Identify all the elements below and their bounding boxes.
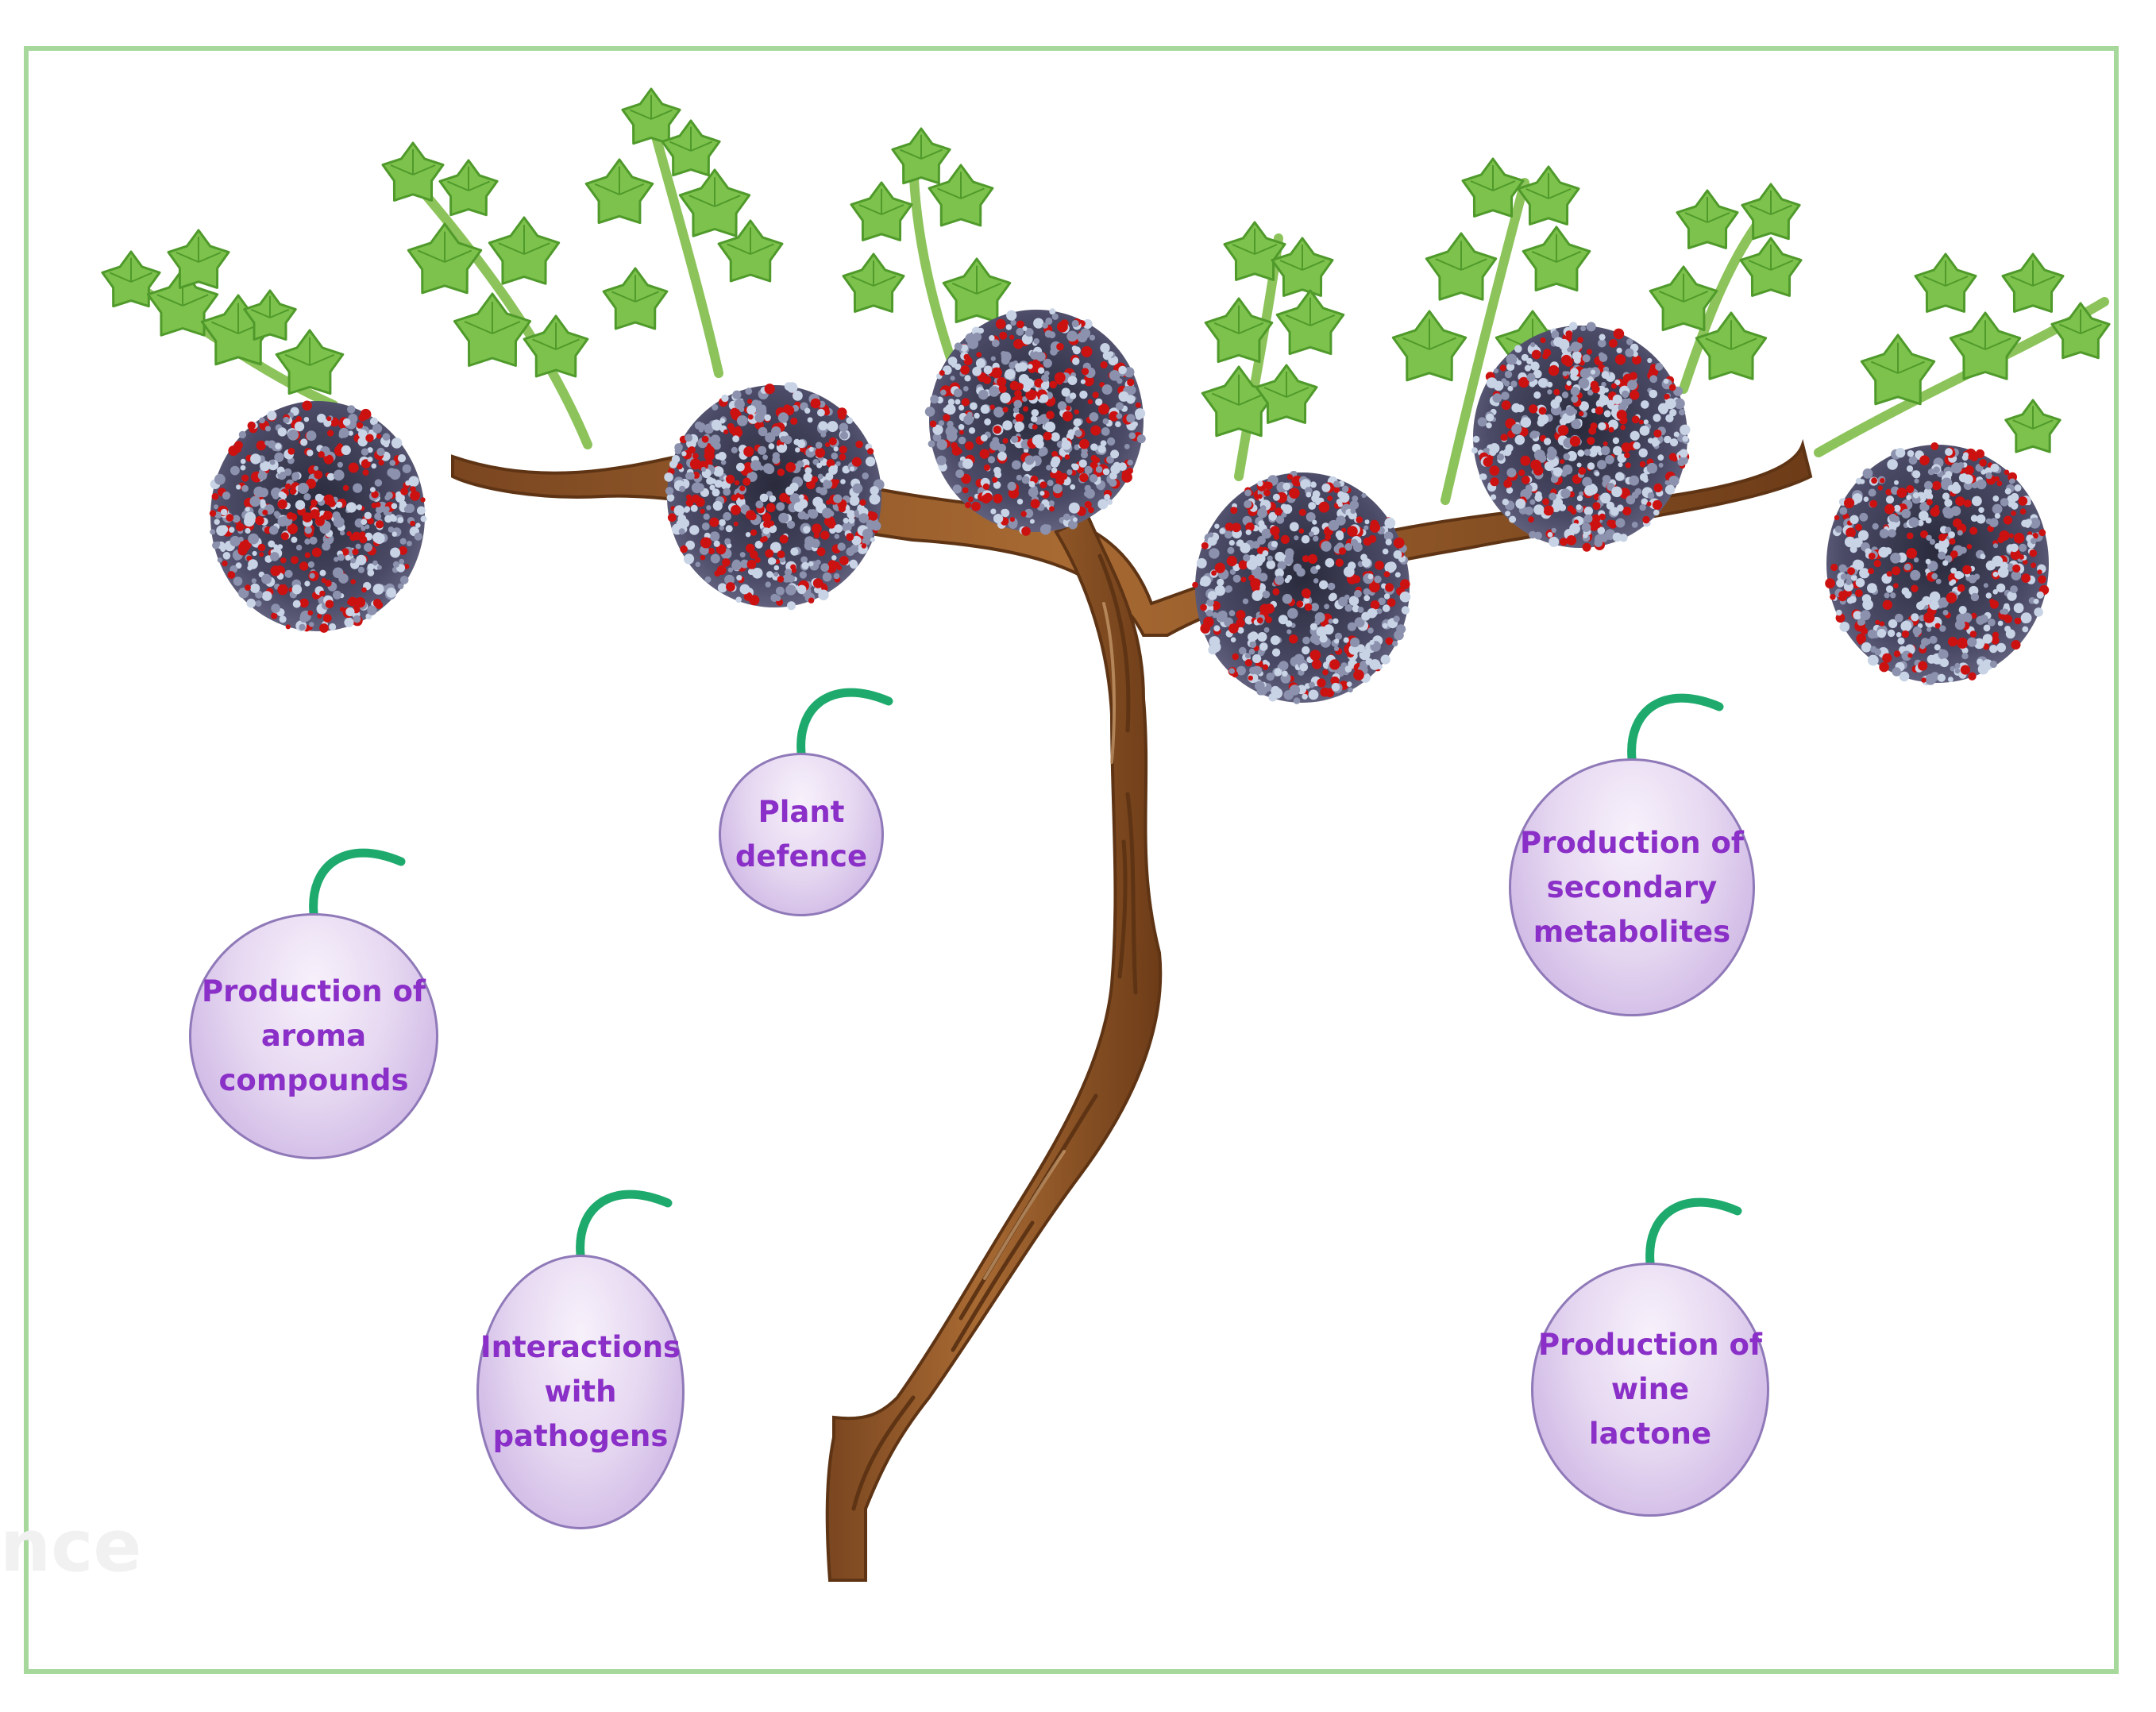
grape-clusters	[209, 308, 2050, 704]
fruit-tendrils	[309, 688, 1742, 1267]
grape-leaves	[101, 87, 2111, 505]
function-aroma-label: Production of aroma compounds	[201, 974, 426, 1097]
diagram-frame	[24, 46, 2119, 1674]
function-lactone-bubble: Production of wine lactone	[1531, 1263, 1769, 1517]
function-lactone-label: Production of wine lactone	[1537, 1328, 1763, 1451]
function-defence-bubble: Plant defence	[719, 753, 884, 916]
watermark-text: nce	[0, 1505, 142, 1588]
function-defence-label: Plant defence	[735, 795, 868, 873]
function-aroma-bubble: Production of aroma compounds	[189, 913, 438, 1159]
function-secondary-bubble: Production of secondary metabolites	[1509, 758, 1755, 1016]
function-pathogens-bubble: Interactions with pathogens	[476, 1255, 685, 1529]
function-secondary-label: Production of secondary metabolites	[1519, 825, 1745, 949]
vine-trunk	[825, 514, 1163, 1582]
function-pathogens-label: Interactions with pathogens	[480, 1330, 681, 1453]
